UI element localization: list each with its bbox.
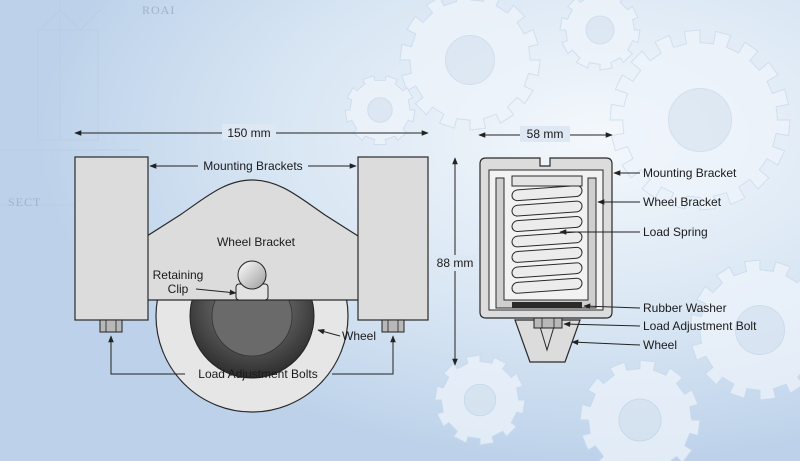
arrow-side-rubber-washer <box>583 303 641 310</box>
side-height-label-bg <box>434 255 476 271</box>
spring-coil <box>511 231 583 248</box>
side-width-label-bg <box>520 126 570 142</box>
front-mounting-bracket-right <box>357 156 429 321</box>
background-gear-hub <box>585 15 615 45</box>
spring-coil <box>511 216 583 232</box>
background-gear-hub <box>618 398 662 442</box>
leader-bolt-right <box>332 335 396 375</box>
spring-coil <box>511 200 583 217</box>
arrow-retaining-clip <box>195 288 237 296</box>
side-load-spring <box>511 185 583 294</box>
background-gears <box>344 0 800 461</box>
front-axle-knob <box>237 260 267 290</box>
side-rubber-washer <box>512 302 582 308</box>
side-load-adjustment-bolt <box>533 317 563 329</box>
label-retaining-clip-line2: Clip <box>168 282 189 296</box>
front-mounting-bracket-left <box>74 156 149 321</box>
front-width-label: 150 mm <box>227 126 270 140</box>
spring-coil <box>511 262 583 279</box>
spring-coil <box>511 246 583 263</box>
label-side-mounting-bracket: Mounting Bracket <box>643 166 737 180</box>
label-front-wheel-bracket: Wheel Bracket <box>217 235 296 249</box>
arrow-front-wheel <box>317 328 341 337</box>
side-wheel-groove <box>537 319 557 352</box>
leader-bolt-left <box>108 335 185 375</box>
spring-coil <box>511 185 583 202</box>
background-gear-hub <box>445 35 495 85</box>
label-mounting-brackets: Mounting Brackets <box>203 159 302 173</box>
front-wheel-bracket <box>124 179 381 301</box>
label-side-load-adjustment-bolt: Load Adjustment Bolt <box>643 319 757 333</box>
arrow-side-wheel <box>571 339 641 346</box>
side-height-label: 88 mm <box>437 256 474 270</box>
side-width-label: 58 mm <box>527 127 564 141</box>
label-retaining-clip-line1: Retaining <box>153 268 204 282</box>
front-bolt-left <box>99 319 123 333</box>
background-gear-hub <box>735 305 785 355</box>
watermark-text-1: SECT <box>8 195 41 209</box>
label-front-wheel: Wheel <box>342 329 376 343</box>
side-spring-top-plate <box>511 175 583 187</box>
label-side-wheel: Wheel <box>643 338 677 352</box>
background-gear-hub <box>367 97 393 123</box>
background-blueprint-lines <box>0 0 140 206</box>
front-view: 150 mm Mounting Brackets Wheel Bracket <box>74 124 429 413</box>
spring-coil <box>511 277 583 294</box>
label-load-adjustment-bolts: Load Adjustment Bolts <box>198 367 317 381</box>
arrow-side-load-adjustment-bolt <box>563 321 641 327</box>
side-view: 58 mm 88 mm Mounting Bracket Wheel Brack… <box>434 126 757 366</box>
watermark-text-2: ROAI <box>142 3 175 17</box>
label-side-wheel-bracket: Wheel Bracket <box>643 195 722 209</box>
label-side-load-spring: Load Spring <box>643 225 708 239</box>
label-side-rubber-washer: Rubber Washer <box>643 301 727 315</box>
front-width-label-bg <box>222 124 276 140</box>
background-gear-hub <box>463 383 497 417</box>
front-bolt-right <box>381 319 405 333</box>
background-gear-hub <box>668 88 732 152</box>
